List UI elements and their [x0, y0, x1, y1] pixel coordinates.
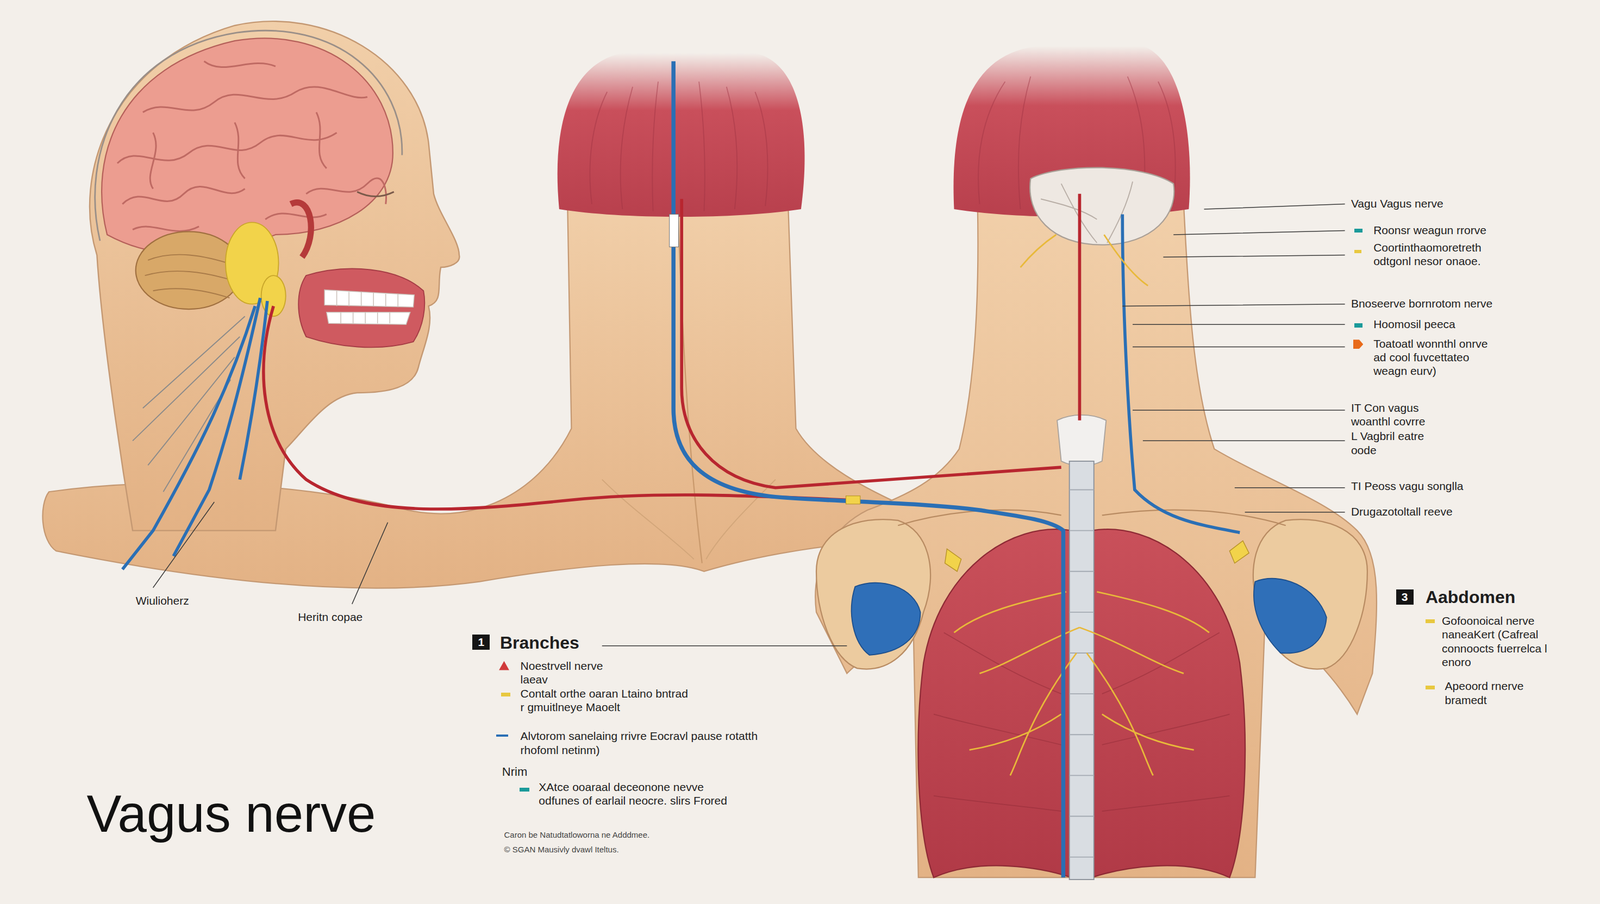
head-nerves — [122, 297, 847, 570]
torso-figure — [1253, 578, 1327, 654]
head-nerves — [263, 305, 847, 510]
torso-figure — [1069, 489, 1095, 858]
legend-swatch — [1354, 323, 1363, 328]
part-label: Drugazotoltall reeve — [1351, 504, 1453, 519]
legend-text: Coortinthaomoretreth odtgonl nesor onaoe… — [1373, 240, 1496, 268]
footnote: Caron be Natudtatloworna ne Adddmee. — [504, 830, 650, 841]
footnote: © SGAN Mausivly dvawl Iteltus. — [504, 845, 620, 855]
legend-swatch — [1425, 685, 1435, 691]
part-label: L Vagbril eatre oode — [1351, 429, 1439, 457]
section-heading: Aabdomen — [1425, 586, 1516, 608]
head-profile — [298, 269, 425, 348]
back-head-muscle — [557, 53, 805, 217]
legend-swatch — [1354, 250, 1362, 254]
head-profile — [324, 289, 415, 308]
legend-text: Gofoonoical nerve naneaKert (Cafreal con… — [1441, 614, 1555, 670]
head-profile — [117, 61, 387, 232]
nerve-trunks — [1122, 214, 1240, 533]
head-profile — [89, 21, 460, 531]
leader-lines — [153, 502, 389, 605]
leader-lines — [153, 204, 1346, 647]
nerve-trunks — [669, 214, 679, 247]
legend-text: Toatoatl wonnthl onrve ad cool fuvcettat… — [1373, 336, 1502, 379]
torso-figure — [917, 529, 1072, 878]
callout-number: 1 — [472, 634, 490, 650]
part-label: Wiulioherz — [135, 594, 190, 608]
legend-swatch — [1354, 228, 1363, 234]
part-label: Heritn copae — [297, 610, 363, 624]
torso-figure — [1057, 415, 1106, 466]
legend-text: Apeoord rnerve bramedt — [1445, 679, 1558, 707]
part-label: IT Con vagus woanthl covrre — [1351, 401, 1439, 429]
torso-figure — [816, 519, 931, 670]
nerve-trunks — [673, 61, 1064, 878]
legend-text: Alvtorom sanelaing rrivre Eocravl pause … — [520, 729, 761, 757]
torso-figure — [945, 540, 1250, 572]
nerve-trunks — [669, 61, 1241, 878]
legend-text: Noestrvell nerve laeav — [520, 659, 634, 687]
nerve-trunks — [1078, 194, 1082, 421]
head-profile — [357, 191, 395, 197]
legend-text: Roonsr weagun rrorve — [1373, 223, 1487, 237]
torso-figure — [815, 46, 1377, 880]
legend-text: Hoomosil peeca — [1373, 317, 1456, 331]
nerve-trunks — [1020, 234, 1149, 286]
leader-lines — [602, 645, 848, 647]
callout-number: 3 — [1396, 589, 1414, 605]
torso-figure — [1069, 461, 1095, 880]
shoulder-band — [602, 479, 695, 560]
legend-swatch — [496, 734, 509, 737]
leader-lines — [1122, 204, 1345, 513]
torso-figure — [1253, 519, 1368, 670]
head-profile — [326, 312, 411, 325]
torso-figure — [815, 204, 1377, 879]
part-label: Vagu Vagus nerve — [1351, 196, 1444, 211]
part-label: TI Peoss vagu songlla — [1351, 479, 1464, 493]
head-profile — [145, 254, 237, 299]
back-head-muscle — [557, 53, 805, 217]
part-label: Bnoseerve bornrotom nerve — [1351, 296, 1493, 311]
legend-text: Contalt orthe oaran Ltaino bntrad r gmui… — [520, 686, 690, 715]
section-heading: Branches — [500, 632, 580, 654]
legend-text: XAtce ooaraal deceonone nevve odfunes of… — [538, 780, 738, 808]
diagram-title: Vagus nerve — [86, 782, 377, 846]
torso-figure — [1040, 181, 1133, 243]
torso-figure — [1029, 167, 1174, 246]
back-head-muscle — [589, 81, 768, 212]
head-profile — [101, 38, 393, 254]
head-profile — [336, 290, 399, 324]
legend-swatch — [501, 692, 511, 698]
nerve-trunks — [681, 198, 1061, 489]
subheading: Nrim — [502, 765, 528, 780]
legend-swatch — [519, 788, 530, 793]
torso-figure — [954, 591, 1210, 776]
nerve-trunks — [845, 496, 860, 505]
head-profile — [290, 202, 311, 258]
torso-figure — [1091, 529, 1246, 878]
head-profile — [89, 21, 460, 531]
legend-swatch — [1425, 619, 1435, 624]
torso-figure — [851, 583, 921, 656]
